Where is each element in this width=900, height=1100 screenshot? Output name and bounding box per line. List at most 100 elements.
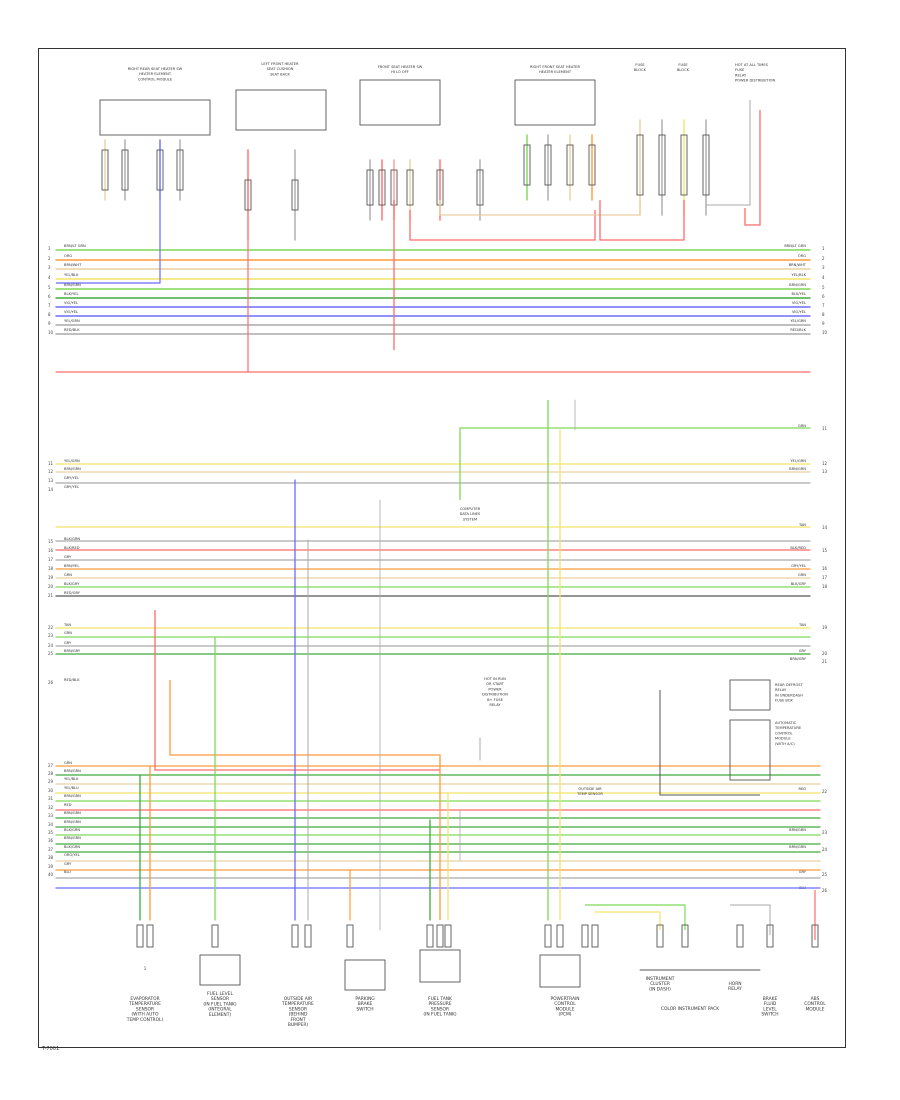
bus-left-label: TAN <box>63 623 71 627</box>
bus-right-label: BRN/GRN <box>789 845 806 849</box>
pin-number: 5 <box>822 285 825 290</box>
bottom-connector <box>766 924 774 948</box>
pin-number: 24 <box>48 643 54 648</box>
connector-body <box>680 134 688 196</box>
pin-number: 6 <box>48 294 51 299</box>
bus-left-label: GRY/YEL <box>64 485 79 489</box>
component-label: CONTROL <box>804 1001 826 1007</box>
pin-number: 22 <box>822 789 828 794</box>
bottom-connector <box>426 924 434 948</box>
component-label: FLUID <box>764 1001 777 1007</box>
wire-red-hot <box>744 110 761 226</box>
bus-right-label: GRN <box>798 424 806 428</box>
component-label: (IN FUEL TANK) <box>423 1012 457 1018</box>
component-label: BUMPER) <box>288 1022 308 1028</box>
component-label: FUSE <box>735 68 745 72</box>
bus-left-label: VIO/YEL <box>64 301 78 305</box>
bus-left-label: BRN/GRN <box>64 811 81 815</box>
component-label: MODULE <box>555 1006 574 1012</box>
pin-number: 28 <box>48 771 54 776</box>
bus-left-label: BRN/WHT <box>64 263 82 267</box>
component-label: POWER <box>488 687 502 691</box>
bus-left-label: GRN <box>64 631 72 635</box>
pin-number: 1 <box>48 246 51 251</box>
component-label: HOT AT ALL TIMES <box>735 63 769 67</box>
component-label: CONTROL MODULE <box>138 77 173 81</box>
wire-yel-cluster <box>595 911 661 930</box>
bus-left-label: BLK/GRN <box>64 537 80 541</box>
pin-number: 25 <box>48 651 54 656</box>
connector-body <box>566 144 574 186</box>
pin-number: 3 <box>822 265 825 270</box>
pin-number: 11 <box>822 426 828 431</box>
component-label: HEATER ELEMENT <box>539 70 572 74</box>
connector-body <box>406 169 414 206</box>
pin-number: 27 <box>48 763 54 768</box>
component-label: FUSE <box>678 63 688 67</box>
bus-left-label: GRY <box>64 641 72 645</box>
bus-right-label: GRN <box>798 573 806 577</box>
connector-body <box>101 149 109 191</box>
pin-number: 3 <box>48 265 51 270</box>
bus-left-label: BLK/GRN <box>64 828 80 832</box>
component-label: (INTEGRAL <box>208 1007 232 1013</box>
connector-body <box>702 134 710 196</box>
bus-left-label: YEL/BLU <box>64 786 79 790</box>
bus-left-label: VIO/YEL <box>64 310 78 314</box>
bottom-connector <box>811 924 819 948</box>
component-pcm <box>539 954 581 988</box>
component-label: POWER DISTRIBUTION <box>735 79 775 83</box>
pin-number: 38 <box>48 855 54 860</box>
component-label: HOT IN RUN <box>484 677 506 681</box>
pin-number: 19 <box>48 575 54 580</box>
bus-left-label: BLU <box>64 870 71 874</box>
component-label: OUTSIDE AIR <box>578 787 602 791</box>
component-label: BLOCK <box>634 68 647 72</box>
component-label: LEVEL <box>763 1006 777 1012</box>
component-label: TEMP CONTROL) <box>126 1017 164 1023</box>
bus-right-label: YEL/BLK <box>791 273 806 277</box>
bottom-connector <box>444 924 452 948</box>
wire-gry-horn <box>730 904 771 935</box>
bus-left-label: GRN <box>64 573 72 577</box>
bus-left-label: BRN/GRN <box>64 836 81 840</box>
pin-number: 4 <box>822 275 825 280</box>
wire-org-evap <box>169 680 441 920</box>
component-label: HI LO OFF <box>391 70 409 74</box>
wire-defrost <box>659 690 760 796</box>
component-label: (WITH A/C) <box>775 742 795 746</box>
pin-number: 17 <box>822 575 828 580</box>
pin-number: 32 <box>48 805 54 810</box>
pin-number: 16 <box>822 566 828 571</box>
footer-code: T-7001 <box>42 1046 60 1052</box>
component-fuel-level-sensor <box>199 954 241 986</box>
bus-right-label: BLK/RED <box>790 546 806 550</box>
component-label: EVAPORATOR <box>130 996 159 1002</box>
component-label: RIGHT REAR SEAT HEATER SW <box>128 67 183 71</box>
component-label: RELAY <box>775 688 787 692</box>
bus-left-label: RED/GRY <box>64 591 81 595</box>
component-label: SWITCH <box>356 1006 373 1012</box>
wire-red-loop <box>409 210 596 241</box>
bottom-connector <box>544 924 552 948</box>
component-label: POWERTRAIN <box>550 996 579 1002</box>
bus-left-label: RED/BLK <box>64 678 80 682</box>
component-label: BRAKE <box>358 1001 373 1007</box>
component-label: CONTROL <box>775 731 793 735</box>
bottom-connector <box>591 924 599 948</box>
connector-body <box>544 144 552 186</box>
connector-body <box>291 179 299 211</box>
connector-body <box>121 149 129 191</box>
pin-number: 15 <box>822 548 828 553</box>
pin-number: 13 <box>822 469 828 474</box>
component-label: PARKING <box>355 996 375 1002</box>
component-label: INSTRUMENT <box>646 976 675 982</box>
pin-number: 19 <box>822 625 828 630</box>
bus-right-label: GRY <box>799 649 807 653</box>
component-label: CLUSTER <box>650 981 670 987</box>
cluster-caption: COLOR INSTRUMENT PACK <box>661 1006 719 1012</box>
bus-left-label: BLK/GRN <box>64 845 80 849</box>
component-label: (BEHIND <box>289 1012 308 1018</box>
component-label: DISTRIBUTION <box>482 693 508 697</box>
